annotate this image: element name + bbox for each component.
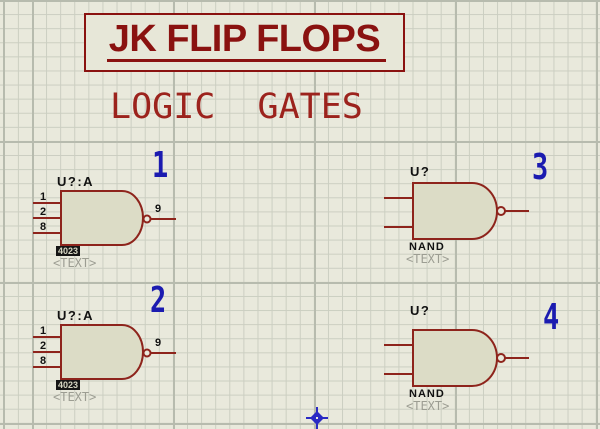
- gate3-text-placeholder[interactable]: <TEXT>: [406, 252, 450, 266]
- grid-major-line-left: [3, 0, 5, 429]
- gate3-number[interactable]: 3: [532, 147, 549, 188]
- subtitle-text[interactable]: LOGIC GATES: [110, 87, 363, 127]
- gate4-nand2-symbol[interactable]: [380, 328, 535, 390]
- gate2-inversion-bubble: [142, 348, 152, 358]
- gate3-ref-label[interactable]: U?: [410, 164, 431, 179]
- gate3-body[interactable]: [412, 182, 498, 240]
- gate1-nand3-symbol[interactable]: [28, 187, 178, 251]
- gate3-inversion-bubble: [496, 206, 506, 216]
- gate3-wires[interactable]: [384, 197, 529, 228]
- gate1-inversion-bubble: [142, 214, 152, 224]
- gate1-pin9-label: 9: [155, 203, 162, 215]
- gate4-text-placeholder[interactable]: <TEXT>: [406, 399, 450, 413]
- page-title: JK FLIP FLOPS: [108, 18, 381, 60]
- gate2-text-placeholder[interactable]: <TEXT>: [53, 390, 97, 404]
- gate1-value-label[interactable]: 4023: [56, 246, 81, 256]
- gate4-body[interactable]: [412, 329, 498, 387]
- gate4-type-label[interactable]: NAND: [409, 388, 445, 400]
- gate1-body[interactable]: [60, 190, 144, 246]
- gate1-pin8-label: 8: [39, 221, 47, 233]
- gate2-ref-label[interactable]: U?:A: [57, 308, 95, 323]
- gate1-pin2-label: 2: [39, 206, 47, 218]
- gate2-nand3-symbol[interactable]: [28, 321, 178, 385]
- gate2-body[interactable]: [60, 324, 144, 380]
- gate2-pin2-label: 2: [39, 340, 47, 352]
- gate2-wires[interactable]: [33, 336, 176, 368]
- gate4-wires[interactable]: [384, 344, 529, 375]
- title-block[interactable]: JK FLIP FLOPS: [84, 13, 405, 72]
- gate1-ref-label[interactable]: U?:A: [57, 174, 95, 189]
- title-underline: [107, 59, 386, 62]
- gate4-ref-label[interactable]: U?: [410, 303, 431, 318]
- gate1-wires[interactable]: [33, 202, 176, 234]
- origin-marker-icon: [306, 407, 328, 429]
- gate2-value-label[interactable]: 4023: [56, 380, 81, 390]
- gate3-nand2-symbol[interactable]: [380, 181, 535, 243]
- gate2-number[interactable]: 2: [150, 280, 167, 321]
- gate1-text-placeholder[interactable]: <TEXT>: [53, 256, 97, 270]
- gate2-pin9-label: 9: [155, 337, 162, 349]
- gate4-inversion-bubble: [496, 353, 506, 363]
- gate1-number[interactable]: 1: [152, 145, 169, 186]
- gate3-type-label[interactable]: NAND: [409, 241, 445, 253]
- gate1-pin1-label: 1: [39, 191, 47, 203]
- gate2-pin1-label: 1: [39, 325, 47, 337]
- gate2-pin8-label: 8: [39, 355, 47, 367]
- gate4-number[interactable]: 4: [543, 297, 560, 338]
